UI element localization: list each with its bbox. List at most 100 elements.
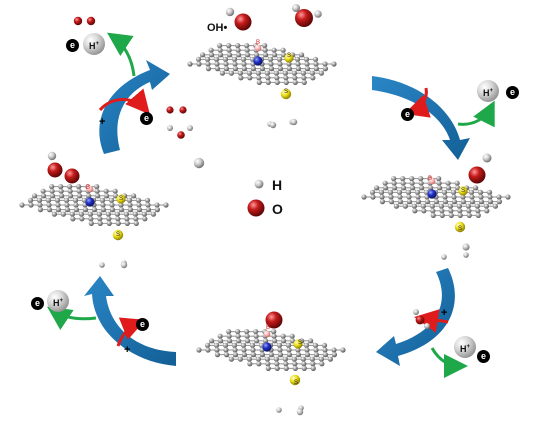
carbon-atom xyxy=(409,176,415,182)
carbon-atom xyxy=(447,203,453,209)
carbon-atom xyxy=(289,333,295,339)
carbon-atom xyxy=(27,197,34,203)
oxygen-atom xyxy=(64,168,80,184)
carbon-atom xyxy=(292,365,298,371)
carbon-atom xyxy=(409,180,415,186)
carbon-atom xyxy=(106,216,112,222)
carbon-atom xyxy=(213,342,220,348)
carbon-atom xyxy=(41,193,47,199)
structure-top xyxy=(187,4,337,127)
hydrogen-atom xyxy=(441,254,447,260)
carbon-atom xyxy=(247,75,253,81)
carbon-atom xyxy=(54,197,61,203)
carbon-atom xyxy=(420,203,426,209)
carbon-atom xyxy=(274,75,280,81)
carbon-atom xyxy=(319,361,325,367)
loose-atoms xyxy=(73,16,430,329)
carbon-atom xyxy=(274,365,280,371)
carbon-atom xyxy=(209,338,215,344)
carbon-atom xyxy=(217,47,223,53)
carbon-atom xyxy=(397,194,403,200)
carbon-atom xyxy=(451,199,458,205)
hydrogen-atom xyxy=(462,243,470,251)
carbon-atom xyxy=(163,202,169,208)
green-arrow-bottom-left xyxy=(47,306,97,330)
hydrogen-atom xyxy=(99,262,105,268)
carbon-atom xyxy=(438,203,444,209)
carbon-atom xyxy=(223,61,229,67)
oxygen-atom xyxy=(265,311,283,329)
carbon-atom xyxy=(424,199,431,205)
oxygen-atom xyxy=(166,106,174,114)
carbon-atom xyxy=(268,352,275,358)
hydrogen-atom xyxy=(47,151,57,161)
carbon-atom xyxy=(439,212,445,218)
carbon-atom xyxy=(283,79,289,85)
carbon-atom xyxy=(245,338,251,344)
carbon-atom xyxy=(40,188,46,194)
carbon-atom xyxy=(127,207,134,213)
carbon-atom xyxy=(205,61,211,67)
carbon-atom xyxy=(271,329,277,335)
carbon-atom xyxy=(312,342,319,348)
carbon-atom xyxy=(286,61,292,67)
carbon-atom xyxy=(79,216,85,222)
carbon-atom xyxy=(283,75,289,81)
sulfur-atom xyxy=(112,229,124,241)
carbon-atom xyxy=(68,193,74,199)
carbon-atom xyxy=(118,202,124,208)
carbon-atom xyxy=(406,199,413,205)
carbon-atom xyxy=(437,185,443,191)
oxygen-atom xyxy=(73,16,83,26)
carbon-atom xyxy=(255,356,261,362)
carbon-atom xyxy=(262,43,268,49)
carbon-atom xyxy=(388,194,394,200)
sulfur-atom xyxy=(293,339,303,349)
carbon-atom xyxy=(241,61,247,67)
carbon-atom xyxy=(439,208,445,214)
carbon-atom xyxy=(196,347,202,353)
carbon-atom xyxy=(214,66,221,72)
carbon-atom xyxy=(391,180,397,186)
carbon-atom xyxy=(217,333,223,339)
hydrogen-atom xyxy=(120,261,128,269)
carbon-atom xyxy=(112,188,118,194)
carbon-atom xyxy=(370,194,376,200)
carbon-atom xyxy=(133,220,139,226)
carbon-atom xyxy=(378,189,385,195)
carbon-atom xyxy=(223,352,230,358)
oxygen-atom xyxy=(295,9,313,27)
hydrogen-atom xyxy=(463,252,469,258)
legend-hydrogen-atom xyxy=(254,179,264,189)
carbon-atom xyxy=(477,189,484,195)
carbon-atom xyxy=(383,185,389,191)
carbon-atom xyxy=(256,79,262,85)
carbon-atom xyxy=(276,342,283,348)
carbon-atom xyxy=(405,189,412,195)
carbon-atom xyxy=(281,338,287,344)
carbon-atom xyxy=(245,52,251,58)
carbon-atom xyxy=(263,52,269,58)
carbon-atom xyxy=(313,352,320,358)
carbon-atom xyxy=(103,188,109,194)
carbon-atom xyxy=(309,356,315,362)
carbon-atom xyxy=(218,338,224,344)
carbon-atom xyxy=(478,199,485,205)
carbon-atom xyxy=(286,347,292,353)
carbon-atom xyxy=(123,211,129,217)
carbon-atom xyxy=(253,333,259,339)
carbon-atom xyxy=(108,197,115,203)
carbon-atom xyxy=(213,56,220,63)
carbon-atom xyxy=(414,189,421,195)
legend-oxygen-atom xyxy=(247,199,265,217)
carbon-atom xyxy=(387,189,394,195)
carbon-atom xyxy=(226,47,232,53)
carbon-atom xyxy=(322,352,329,358)
oxygen-atom xyxy=(468,166,486,184)
carbon-atom xyxy=(99,197,106,203)
carbon-atom xyxy=(226,43,232,49)
carbon-atom xyxy=(115,220,121,226)
carbon-atom xyxy=(466,212,472,218)
carbon-atom xyxy=(263,338,269,344)
carbon-atom xyxy=(475,208,481,214)
